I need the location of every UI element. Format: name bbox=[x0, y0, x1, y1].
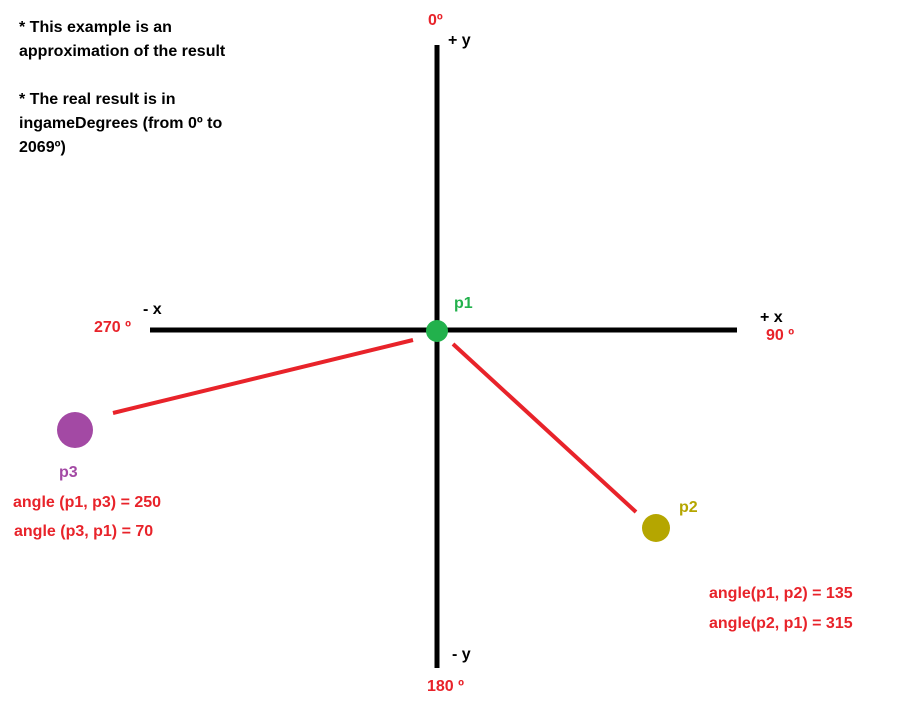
p2-label: p2 bbox=[679, 499, 698, 516]
right-degree-label: 90 º bbox=[766, 327, 795, 344]
left-axis-label: - x bbox=[143, 301, 162, 318]
angle-p1-p3-label: angle (p1, p3) = 250 bbox=[13, 494, 162, 511]
explanatory-notes: * This example is an approximation of th… bbox=[19, 16, 225, 160]
point-p1 bbox=[426, 320, 448, 342]
angle-p3-p1-label: angle (p3, p1) = 70 bbox=[14, 523, 154, 540]
note-line-5: 2069º) bbox=[19, 139, 66, 156]
bottom-axis-label: - y bbox=[452, 646, 471, 663]
point-p3 bbox=[57, 412, 93, 448]
note-line-1: * This example is an bbox=[19, 19, 172, 36]
p3-label: p3 bbox=[59, 464, 78, 481]
note-line-3: * The real result is in bbox=[19, 91, 176, 108]
bottom-degree-label: 180 º bbox=[427, 678, 464, 695]
point-p2 bbox=[642, 514, 670, 542]
angle-p2-p1-label: angle(p2, p1) = 315 bbox=[709, 615, 853, 632]
note-line-2: approximation of the result bbox=[19, 43, 226, 60]
top-axis-label: + y bbox=[448, 32, 471, 49]
right-axis-label: + x bbox=[760, 309, 783, 326]
p1-label: p1 bbox=[454, 295, 473, 312]
note-line-4: ingameDegrees (from 0º to bbox=[19, 115, 223, 132]
line-p1-p3 bbox=[112, 338, 414, 415]
angle-p1-p2-label: angle(p1, p2) = 135 bbox=[709, 585, 853, 602]
line-p1-p2 bbox=[451, 342, 638, 514]
left-degree-label: 270 º bbox=[94, 319, 131, 336]
top-degree-label: 0º bbox=[428, 12, 443, 29]
